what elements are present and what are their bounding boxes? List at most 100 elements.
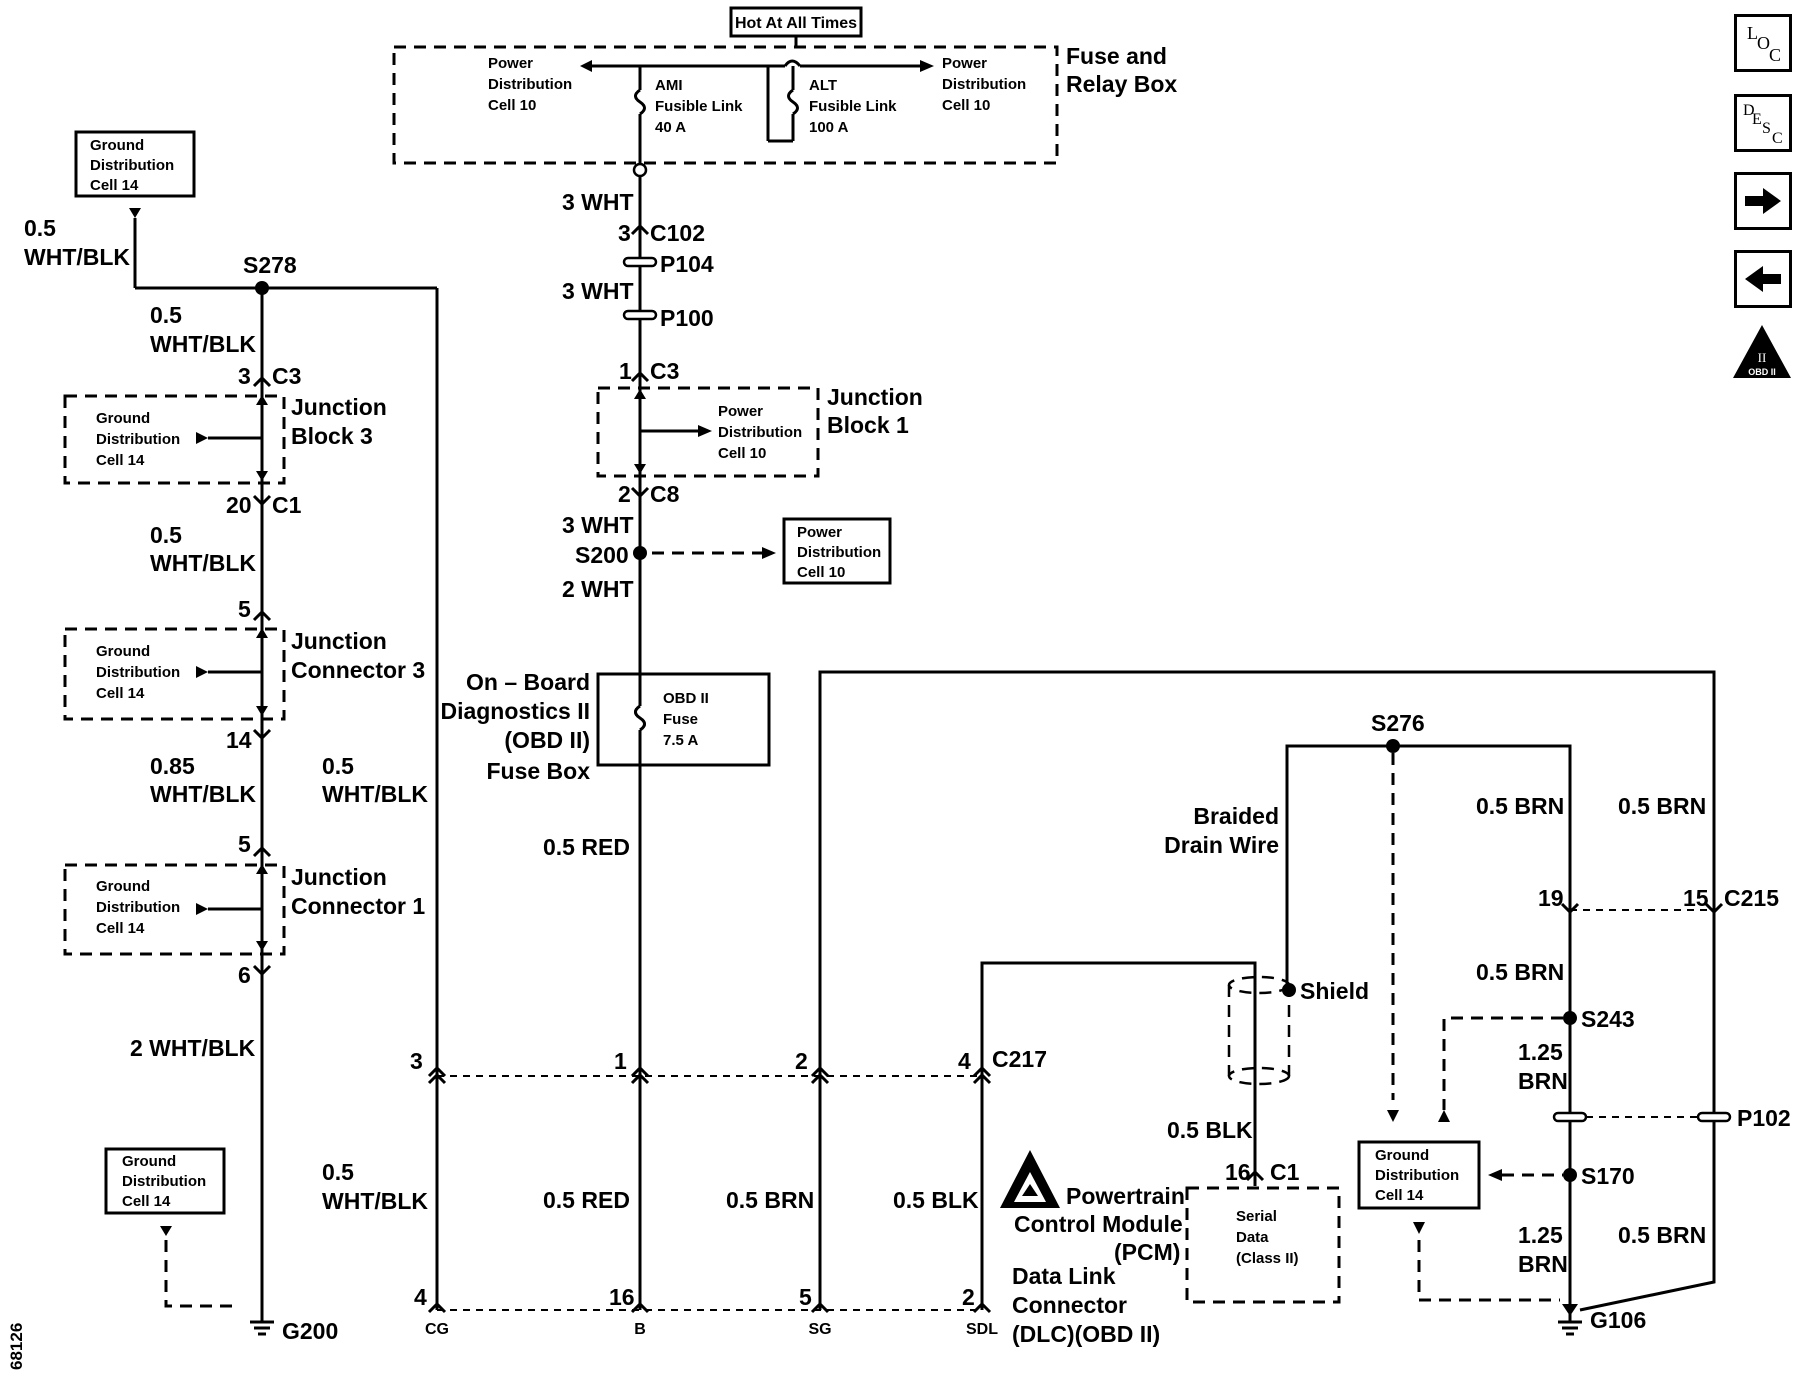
wire-left-2-gauge: 0.5 bbox=[150, 522, 182, 548]
svg-text:Ground: Ground bbox=[96, 643, 150, 660]
next-button[interactable] bbox=[1734, 172, 1792, 230]
svg-text:Fusible Link: Fusible Link bbox=[655, 98, 743, 115]
svg-text:Power: Power bbox=[718, 403, 763, 420]
wire-cg-low-color: WHT/BLK bbox=[322, 1188, 428, 1214]
wire-3wht-b: 3 WHT bbox=[562, 278, 634, 304]
svg-text:AMI: AMI bbox=[655, 77, 683, 94]
p104-connector bbox=[622, 256, 658, 268]
svg-text:S: S bbox=[1762, 120, 1771, 137]
svg-text:Powertrain: Powertrain bbox=[1066, 1183, 1185, 1209]
dlc-label-sdl: SDL bbox=[966, 1321, 998, 1338]
p102-label: P102 bbox=[1737, 1105, 1791, 1131]
dlc-label-cg: CG bbox=[425, 1321, 449, 1338]
svg-text:Distribution: Distribution bbox=[488, 76, 572, 93]
alt-fusible-link: ALT Fusible Link 100 A bbox=[809, 77, 897, 136]
wire-cg-color: WHT/BLK bbox=[322, 781, 428, 807]
svg-text:Cell 10: Cell 10 bbox=[488, 97, 536, 114]
s276-label: S276 bbox=[1371, 710, 1425, 736]
svg-text:Cell 14: Cell 14 bbox=[90, 177, 139, 194]
gd-right-text: Ground Distribution Cell 14 bbox=[1375, 1147, 1459, 1204]
svg-text:On – Board: On – Board bbox=[466, 669, 590, 695]
svg-text:Drain Wire: Drain Wire bbox=[1164, 832, 1279, 858]
c215-pin-15: 15 bbox=[1683, 885, 1709, 911]
gd-top-box bbox=[74, 130, 196, 198]
shield-splice bbox=[1282, 983, 1296, 997]
svg-text:Cell 14: Cell 14 bbox=[122, 1193, 171, 1210]
c102-pin: 3 bbox=[618, 220, 631, 246]
prev-button[interactable] bbox=[1734, 250, 1792, 308]
pcm-c1-pin: 16 bbox=[1225, 1159, 1251, 1185]
junction-block-3 bbox=[63, 394, 286, 485]
svg-text:Data: Data bbox=[1236, 1229, 1269, 1246]
svg-text:Distribution: Distribution bbox=[718, 424, 802, 441]
svg-text:Distribution: Distribution bbox=[90, 157, 174, 174]
arrow-right-icon bbox=[920, 60, 934, 72]
jb3-c3-label: C3 bbox=[272, 363, 301, 389]
wire-top-color: WHT/BLK bbox=[24, 244, 130, 270]
jb3-c3-pin: 3 bbox=[238, 363, 251, 389]
obd-ii-badge-icon: II OBD II bbox=[1733, 325, 1791, 378]
desc-button[interactable]: D E S C bbox=[1734, 94, 1792, 152]
pd-cell-right: Power Distribution Cell 10 bbox=[942, 55, 1026, 114]
wire-top-gauge: 0.5 bbox=[24, 215, 56, 241]
jb1-c8-label: C8 bbox=[650, 481, 680, 507]
jb1-c3-label: C3 bbox=[650, 358, 679, 384]
junction-block-3-title-2: Block 3 bbox=[291, 423, 373, 449]
ami-fusible-link: AMI Fusible Link 40 A bbox=[655, 77, 743, 136]
junction-block-1-title-2: Block 1 bbox=[827, 412, 909, 438]
svg-text:Ground: Ground bbox=[122, 1153, 176, 1170]
jb1-c8-pin: 2 bbox=[618, 481, 631, 507]
junction-block-1-title: Junction bbox=[827, 384, 923, 410]
jc3-bottom-pin: 14 bbox=[226, 727, 252, 753]
fuse-relay-box bbox=[392, 45, 1059, 165]
svg-text:Braided: Braided bbox=[1193, 803, 1279, 829]
g200-ground-icon bbox=[250, 1310, 274, 1336]
junction-block-3-title: Junction bbox=[291, 394, 387, 420]
wire-left-3-gauge: 0.85 bbox=[150, 753, 195, 779]
svg-text:Power: Power bbox=[488, 55, 533, 72]
svg-text:Distribution: Distribution bbox=[96, 664, 180, 681]
jb3-c1-label: C1 bbox=[272, 492, 302, 518]
pd-cell-left: Power Distribution Cell 10 bbox=[488, 55, 572, 114]
jc3-gd-text: Ground Distribution Cell 14 bbox=[96, 643, 180, 702]
pcm-title: Powertrain Control Module (PCM) bbox=[1014, 1183, 1185, 1265]
pcm-c1-label: C1 bbox=[1270, 1159, 1300, 1185]
svg-text:C: C bbox=[1769, 45, 1781, 65]
svg-text:7.5 A: 7.5 A bbox=[663, 732, 698, 749]
fuse-relay-box-title-1: Fuse and bbox=[1066, 43, 1167, 69]
dlc-title: Data Link Connector (DLC)(OBD II) bbox=[1012, 1263, 1160, 1347]
c215-label: C215 bbox=[1724, 885, 1779, 911]
svg-text:E: E bbox=[1752, 111, 1762, 128]
ami-fuse-symbol bbox=[634, 88, 646, 116]
wire-3wht-a: 3 WHT bbox=[562, 189, 634, 215]
wire-brn-d-gauge: 1.25 bbox=[1518, 1039, 1563, 1065]
svg-text:Cell 10: Cell 10 bbox=[797, 564, 845, 581]
svg-text:40 A: 40 A bbox=[655, 119, 686, 136]
svg-text:Cell 14: Cell 14 bbox=[96, 452, 145, 469]
svg-text:Fusible Link: Fusible Link bbox=[809, 98, 897, 115]
arrow-left-icon bbox=[580, 60, 592, 72]
shield-top bbox=[1227, 975, 1291, 995]
wire-sg: 0.5 BRN bbox=[726, 1187, 814, 1213]
c215-pin-19: 19 bbox=[1538, 885, 1564, 911]
junction-connector-1-title: Junction bbox=[291, 864, 387, 890]
loc-button[interactable]: L O C bbox=[1734, 14, 1792, 72]
svg-text:Distribution: Distribution bbox=[96, 431, 180, 448]
s276-splice bbox=[1386, 739, 1400, 753]
wire-3wht-c: 3 WHT bbox=[562, 512, 634, 538]
junction-block-1 bbox=[596, 386, 820, 478]
svg-text:Fuse Box: Fuse Box bbox=[486, 758, 590, 784]
wire-brn-f: 0.5 BRN bbox=[1618, 1222, 1706, 1248]
pcm-serial-data: Serial Data (Class II) bbox=[1236, 1208, 1299, 1267]
svg-text:Control Module: Control Module bbox=[1014, 1211, 1183, 1237]
svg-text:(OBD II): (OBD II) bbox=[504, 727, 590, 753]
wire-brn-e-color: BRN bbox=[1518, 1251, 1568, 1277]
dlc-label-sg: SG bbox=[808, 1321, 831, 1338]
dlc-pin-16: 16 bbox=[609, 1284, 635, 1310]
junction-connector-3-title: Junction bbox=[291, 628, 387, 654]
jc1-gd-text: Ground Distribution Cell 14 bbox=[96, 878, 180, 937]
arrow-left-icon bbox=[1745, 266, 1781, 292]
svg-text:100 A: 100 A bbox=[809, 119, 849, 136]
fuse-relay-box-title-2: Relay Box bbox=[1066, 71, 1177, 97]
